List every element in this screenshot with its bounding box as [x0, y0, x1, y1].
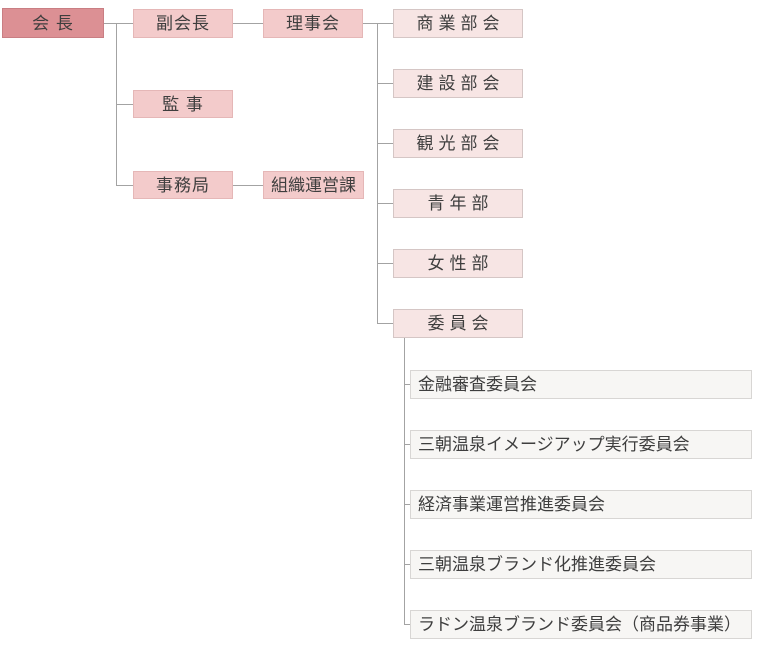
- node-committee-group: 委員会: [393, 309, 523, 338]
- connector-line: [378, 83, 393, 84]
- connector-line: [404, 504, 410, 505]
- node-organization-management-section: 組織運営課: [263, 171, 364, 199]
- node-secretariat: 事務局: [133, 171, 233, 199]
- connector-line: [117, 23, 133, 24]
- connector-line: [378, 23, 393, 24]
- connector-line: [363, 23, 377, 24]
- connector-line: [233, 185, 263, 186]
- connector-line: [233, 23, 263, 24]
- node-division-tourism: 観光部会: [393, 129, 523, 158]
- connector-line: [116, 104, 133, 105]
- connector-line: [404, 338, 405, 625]
- connector-line: [378, 143, 393, 144]
- connector-line: [404, 444, 410, 445]
- node-committee-image-up-executive: 三朝温泉イメージアップ実行委員会: [410, 430, 752, 459]
- node-division-youth: 青年部: [393, 189, 523, 218]
- connector-line: [404, 564, 410, 565]
- connector-line: [104, 23, 117, 24]
- connector-line: [377, 23, 378, 324]
- connector-line: [378, 263, 393, 264]
- node-division-commerce: 商業部会: [393, 9, 523, 38]
- node-division-women: 女性部: [393, 249, 523, 278]
- connector-line: [378, 323, 393, 324]
- node-vice-chairman: 副会長: [133, 9, 233, 38]
- node-division-construction: 建設部会: [393, 69, 523, 98]
- connector-line: [404, 624, 410, 625]
- node-auditor: 監 事: [133, 90, 233, 118]
- node-chairman: 会 長: [2, 8, 104, 38]
- node-committee-radon-brand: ラドン温泉ブランド委員会（商品券事業）: [410, 610, 752, 639]
- connector-line: [404, 384, 410, 385]
- node-committee-economic-operations: 経済事業運営推進委員会: [410, 490, 752, 519]
- connector-line: [116, 185, 133, 186]
- node-committee-finance-review: 金融審査委員会: [410, 370, 752, 399]
- node-committee-branding-promotion: 三朝温泉ブランド化推進委員会: [410, 550, 752, 579]
- connector-line: [378, 203, 393, 204]
- node-board-of-directors: 理事会: [263, 9, 363, 38]
